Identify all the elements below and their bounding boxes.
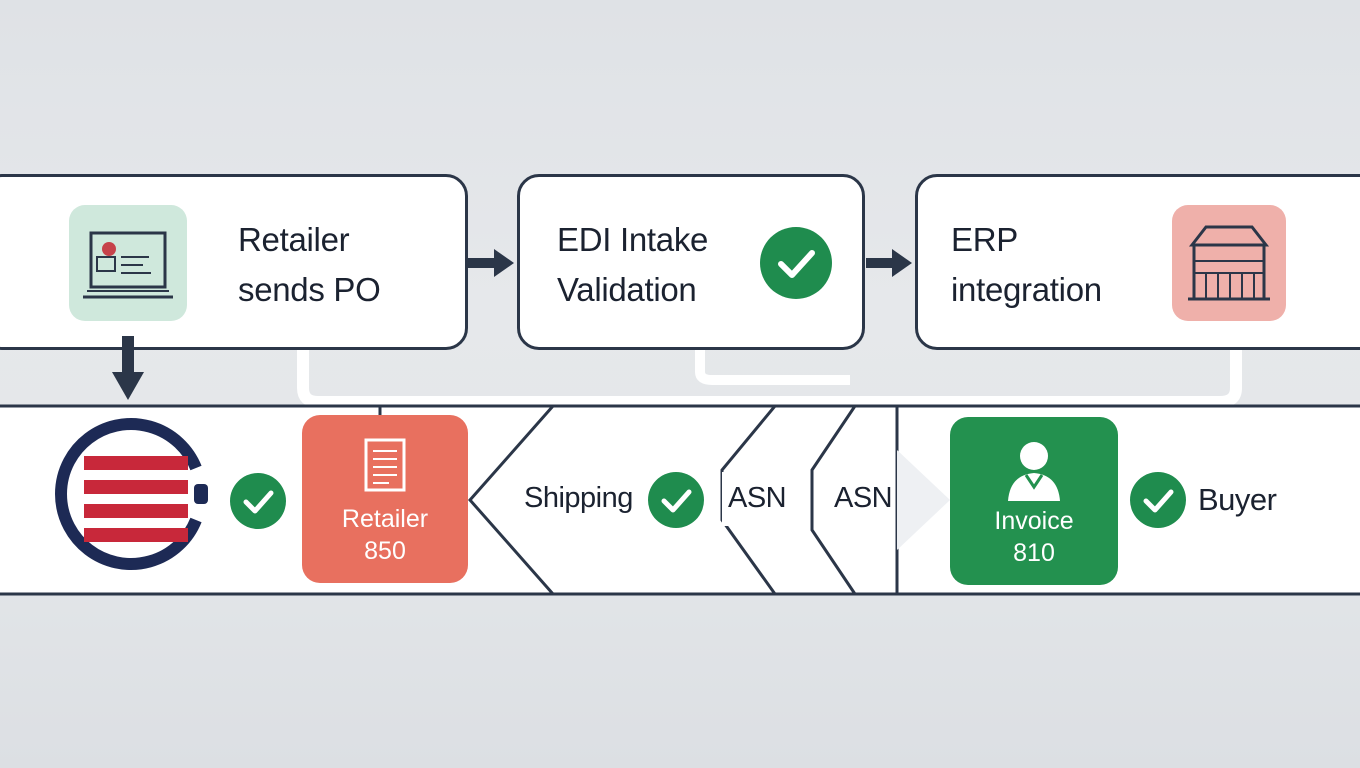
- retailer-tile-line2: 850: [364, 537, 406, 565]
- invoice-tile-label: Invoice 810: [950, 505, 1118, 569]
- retailer-tile-label: Retailer 850: [302, 503, 468, 567]
- check-icon: [760, 227, 832, 299]
- arrow-right-icon: [866, 249, 912, 277]
- asn-label-right: ASN: [834, 482, 893, 514]
- step-label: EDI Intake Validation: [557, 215, 708, 315]
- shipping-label: Shipping: [524, 482, 633, 514]
- step-card-retailer-sends-po: Retailer sends PO: [0, 174, 468, 350]
- document-icon: [364, 438, 406, 492]
- stripe-logo-icon: [55, 418, 208, 570]
- buyer-label: Buyer: [1198, 482, 1277, 517]
- invoice-810-tile: Invoice 810: [950, 417, 1118, 585]
- step-card-erp-integration: ERP integration: [915, 174, 1360, 350]
- retailer-850-tile: Retailer 850: [302, 415, 468, 583]
- step-card-edi-intake-validation: EDI Intake Validation: [517, 174, 865, 350]
- erp-icon-tile: [1172, 205, 1286, 321]
- check-icon: [648, 472, 704, 528]
- step-label: ERP integration: [951, 215, 1102, 315]
- document-laptop-icon: [83, 231, 173, 299]
- po-icon-tile: [69, 205, 187, 321]
- step-label-line2: integration: [951, 271, 1102, 308]
- arrow-down-icon: [112, 336, 144, 400]
- check-icon: [1130, 472, 1186, 528]
- invoice-tile-line2: 810: [1013, 539, 1055, 567]
- step-label: Retailer sends PO: [238, 215, 381, 315]
- warehouse-icon: [1188, 225, 1270, 301]
- step-label-line2: Validation: [557, 271, 697, 308]
- invoice-tile-line1: Invoice: [994, 507, 1074, 535]
- asn-label-left: ASN: [728, 482, 787, 514]
- retailer-tile-line1: Retailer: [341, 505, 429, 533]
- step-label-line1: ERP: [951, 221, 1018, 258]
- arrow-right-icon: [468, 249, 514, 277]
- step-label-line2: sends PO: [238, 271, 381, 308]
- check-icon: [230, 473, 286, 529]
- step-label-line1: Retailer: [238, 221, 350, 258]
- step-label-line1: EDI Intake: [557, 221, 709, 258]
- person-icon: [1008, 442, 1060, 501]
